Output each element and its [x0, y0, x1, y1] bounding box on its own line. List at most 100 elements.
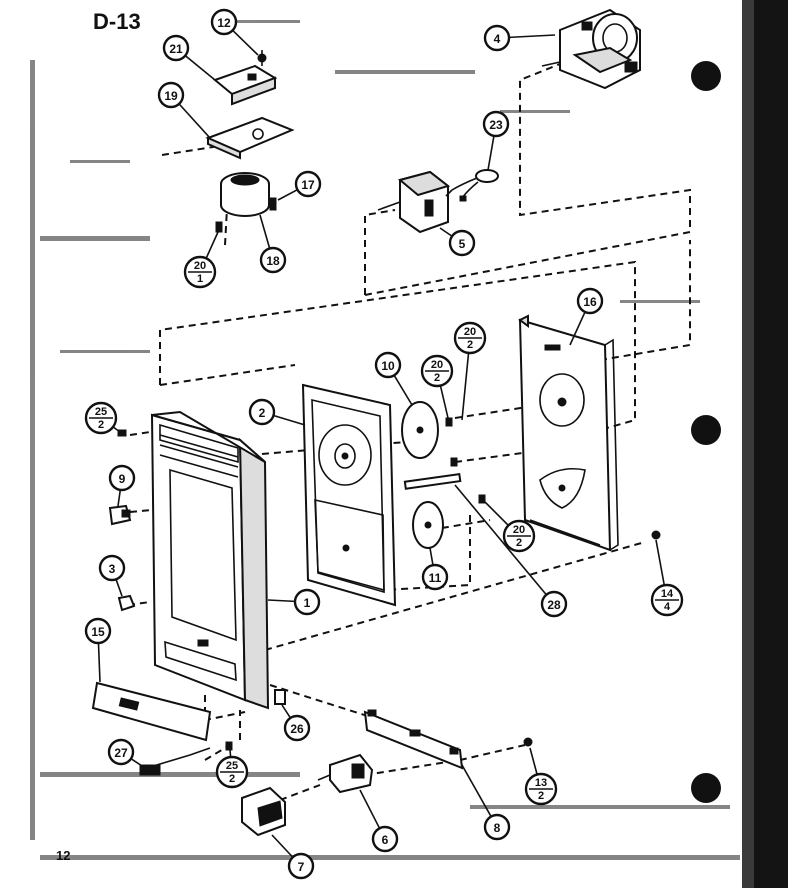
callout-c11: 11 [421, 547, 449, 591]
callout-part-number: 10 [381, 359, 395, 373]
callout-c6: 6 [359, 789, 399, 853]
callout-leader [454, 484, 547, 596]
part-6-switch [317, 753, 374, 794]
callout-leader [178, 103, 211, 139]
callout-leader [277, 188, 298, 201]
scan-noise [30, 20, 740, 860]
callout-circle [483, 813, 511, 841]
callout-part-number: 1 [304, 596, 311, 610]
part-3-nut [117, 594, 136, 612]
callout-circle [157, 81, 185, 109]
part-12-screw [257, 50, 267, 66]
callout-leader [461, 352, 470, 421]
page-code: D-13 [93, 9, 141, 34]
part-23-cord [445, 169, 499, 202]
callout-leader [655, 539, 666, 586]
part-25-screw-bottom [225, 741, 233, 751]
callout-circle [540, 590, 568, 618]
callout-quantity: 2 [434, 372, 440, 384]
callout-leader [205, 231, 219, 259]
part-9-knob [108, 504, 132, 526]
part-13-screw [523, 737, 533, 747]
callout-quantity: 2 [467, 339, 473, 351]
part-8-rail [363, 709, 464, 770]
callout-c27: 27 [107, 738, 146, 769]
callout-leader [273, 414, 306, 426]
callout-part-number: 20 [464, 326, 476, 338]
part-15-plate [91, 681, 212, 742]
callout-circle [576, 287, 604, 315]
callout-circle [287, 852, 315, 880]
callout-leader [281, 704, 292, 719]
callout-c3: 3 [98, 554, 126, 597]
binder-hole [691, 61, 721, 91]
part-11-disc [412, 501, 444, 549]
callout-part-number: 25 [95, 406, 107, 418]
callout-part-number: 26 [290, 722, 304, 736]
callout-part-number: 16 [583, 295, 597, 309]
callout-leader [259, 214, 271, 249]
callout-leader [232, 29, 259, 56]
callout-quantity: 2 [516, 537, 522, 549]
callout-leader [267, 599, 296, 603]
callout-circle [482, 110, 510, 138]
callout-leader [439, 385, 449, 419]
callout-circle [421, 563, 449, 591]
callout-circle [371, 825, 399, 853]
part-19-plate [205, 116, 295, 160]
callout-circle [210, 8, 238, 36]
callout-part-number: 17 [301, 178, 315, 192]
callout-part-number: 21 [169, 42, 183, 56]
part-20-screws [445, 417, 486, 504]
callout-c20d: 202 [482, 499, 536, 553]
callout-c20c: 202 [420, 354, 454, 419]
callout-circle [162, 34, 190, 62]
callout-part-number: 28 [547, 598, 561, 612]
callout-part-number: 5 [459, 237, 466, 251]
callout-part-number: 18 [266, 254, 280, 268]
callout-leader [439, 227, 453, 237]
callout-leader [461, 764, 492, 817]
callout-c25b: 252 [215, 749, 249, 789]
callout-part-number: 25 [226, 760, 238, 772]
callout-circle [259, 246, 287, 274]
scan-dark-edge-inner [742, 0, 754, 888]
callout-circle [108, 464, 136, 492]
callout-c2: 2 [248, 398, 306, 426]
callout-circle [293, 588, 321, 616]
part-10-disc [401, 401, 439, 459]
callout-part-number: 19 [164, 89, 178, 103]
callout-c15: 15 [84, 617, 112, 683]
callout-c5: 5 [439, 227, 476, 257]
callout-part-number: 13 [535, 777, 547, 789]
part-26-clip [274, 689, 286, 705]
callout-leader [429, 547, 434, 566]
callout-leader [112, 426, 121, 433]
callout-leader [97, 642, 101, 683]
callout-part-number: 15 [91, 625, 105, 639]
callout-circle [483, 24, 511, 52]
callout-leader [508, 34, 556, 39]
callout-leader [359, 789, 381, 829]
callout-circle [248, 398, 276, 426]
callout-c17: 17 [277, 170, 322, 201]
callout-c25a: 252 [84, 401, 121, 435]
callout-c28: 28 [454, 484, 568, 618]
binder-hole [691, 773, 721, 803]
callout-part-number: 20 [431, 359, 443, 371]
callout-leader [271, 834, 294, 858]
callout-circle [283, 714, 311, 742]
binder-hole [691, 415, 721, 445]
callout-leader [529, 747, 538, 775]
callout-c12: 12 [210, 8, 259, 56]
callout-part-number: 8 [494, 821, 501, 835]
callout-part-number: 14 [661, 588, 674, 600]
part-20-screw-a [215, 221, 223, 233]
callout-part-number: 20 [194, 260, 206, 272]
callout-quantity: 2 [98, 419, 104, 431]
callout-c4: 4 [483, 24, 556, 52]
part-18-cylinder [220, 172, 270, 217]
callout-c20b: 202 [453, 321, 487, 421]
part-2-panel [301, 383, 397, 607]
